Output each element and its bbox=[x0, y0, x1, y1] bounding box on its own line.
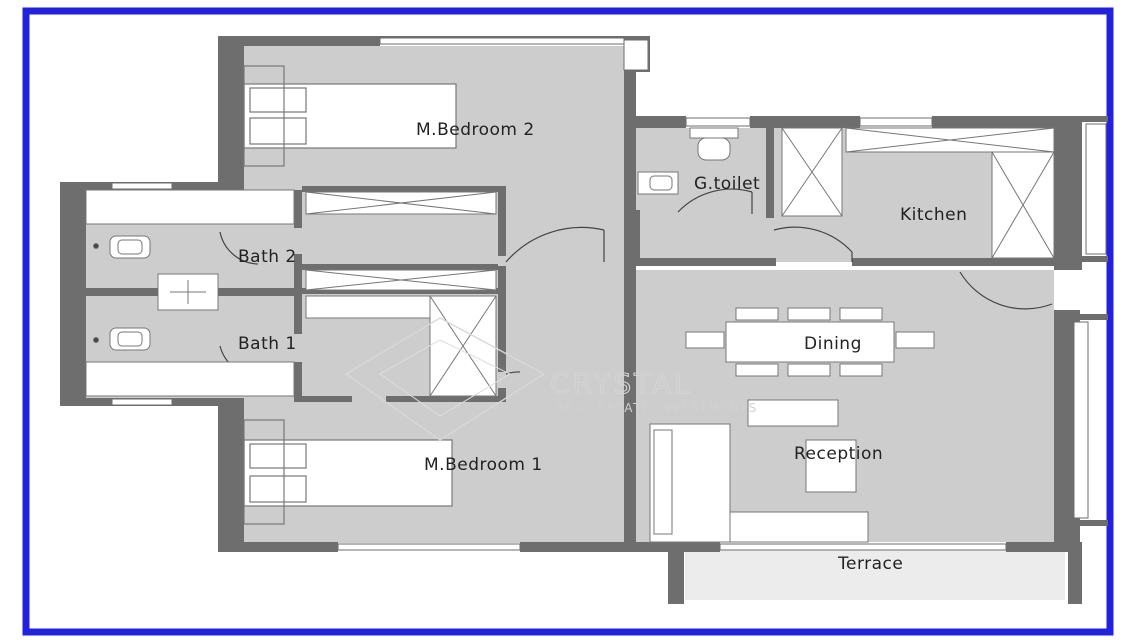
windows bbox=[111, 37, 1107, 551]
frame-border bbox=[22, 7, 1114, 636]
label-guest-toilet: G.toilet bbox=[694, 174, 760, 194]
label-master-bedroom-1: M.Bedroom 1 bbox=[424, 455, 543, 475]
wardrobes bbox=[305, 191, 497, 397]
label-dining: Dining bbox=[804, 334, 862, 354]
watermark-logo bbox=[344, 317, 546, 441]
label-kitchen: Kitchen bbox=[900, 205, 967, 225]
watermark: CRYSTAL REAL ESTATE INVESTMENTS bbox=[344, 317, 758, 441]
kitchen-fixtures bbox=[781, 127, 1055, 259]
label-bath-2: Bath 2 bbox=[238, 247, 297, 267]
beds bbox=[243, 65, 457, 525]
watermark-brand: CRYSTAL bbox=[550, 367, 693, 400]
label-reception: Reception bbox=[794, 444, 883, 464]
dining-table bbox=[685, 307, 935, 377]
door-swings bbox=[219, 188, 1053, 377]
label-master-bedroom-2: M.Bedroom 2 bbox=[416, 120, 535, 140]
label-terrace: Terrace bbox=[837, 554, 903, 574]
reception-furniture bbox=[649, 399, 869, 543]
label-bath-1: Bath 1 bbox=[238, 334, 297, 354]
watermark-tagline: REAL ESTATE INVESTMENTS bbox=[556, 401, 758, 415]
bath-fixtures bbox=[85, 127, 739, 397]
room-labels: M.Bedroom 2 G.toilet Kitchen Bath 2 Bath… bbox=[238, 120, 967, 574]
